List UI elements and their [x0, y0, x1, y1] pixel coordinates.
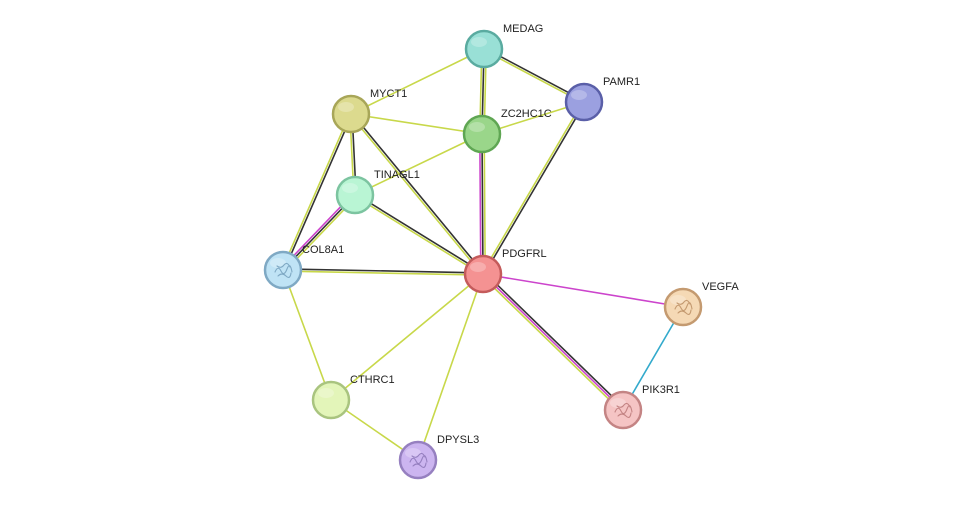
protein-structure-icon: [409, 452, 428, 468]
node-highlight: [338, 102, 354, 112]
edge-col8a1-cthrc1[interactable]: [282, 269, 332, 401]
node-dpysl3[interactable]: DPYSL3: [398, 434, 479, 480]
node-highlight: [670, 295, 686, 305]
protein-structure-icon: [674, 299, 693, 315]
node-tinagl1[interactable]: TINAGL1: [335, 169, 420, 215]
edge-col8a1-pdgfrl[interactable]: [282, 268, 484, 276]
node-label: PIK3R1: [642, 384, 680, 396]
edge-line: [417, 273, 484, 461]
edge-line: [479, 133, 482, 275]
node-circle[interactable]: [464, 29, 504, 69]
node-highlight: [469, 122, 485, 132]
edge-line: [349, 113, 483, 276]
edge-pdgfrl-vegfa[interactable]: [482, 273, 684, 308]
edge-tinagl1-pdgfrl[interactable]: [353, 193, 485, 276]
node-medag[interactable]: MEDAG: [464, 23, 543, 69]
edge-line: [282, 268, 484, 274]
node-circle[interactable]: [603, 390, 643, 430]
edge-line: [622, 306, 684, 411]
node-label: CTHRC1: [350, 374, 395, 386]
node-label: MYCT1: [370, 88, 407, 100]
node-pamr1[interactable]: PAMR1: [564, 76, 640, 122]
edge-line: [350, 113, 483, 135]
node-circle[interactable]: [335, 175, 375, 215]
edge-line: [481, 100, 584, 275]
edge-line: [481, 133, 484, 275]
protein-structure-icon: [614, 402, 633, 418]
edge-line: [354, 193, 485, 274]
node-circle[interactable]: [311, 380, 351, 420]
edge-dpysl3-pdgfrl[interactable]: [417, 273, 484, 461]
edge-line: [483, 271, 626, 410]
edge-line: [482, 273, 684, 308]
edge-line: [482, 273, 624, 411]
edge-line: [281, 112, 351, 271]
node-label: PAMR1: [603, 76, 640, 88]
edge-line: [330, 273, 484, 401]
node-highlight: [471, 37, 487, 47]
edge-pdgfrl-pik3r1[interactable]: [480, 271, 626, 413]
node-zc2hc1c[interactable]: ZC2HC1C: [462, 108, 552, 154]
node-highlight: [470, 262, 486, 272]
node-circle[interactable]: [564, 82, 604, 122]
edge-line: [351, 112, 485, 275]
node-highlight: [270, 258, 286, 268]
node-highlight: [342, 183, 358, 193]
edge-zc2hc1c-pdgfrl[interactable]: [479, 133, 486, 275]
node-circle[interactable]: [263, 250, 303, 290]
node-label: TINAGL1: [374, 169, 420, 181]
node-circle[interactable]: [331, 94, 371, 134]
node-label: COL8A1: [302, 244, 344, 256]
edges-layer: [280, 47, 684, 461]
edge-myct1-col8a1[interactable]: [281, 112, 353, 272]
edge-medag-myct1[interactable]: [350, 48, 485, 115]
edge-pamr1-pdgfrl[interactable]: [481, 100, 586, 276]
edge-line: [282, 270, 484, 276]
node-label: PDGFRL: [502, 248, 547, 260]
node-circle[interactable]: [663, 287, 703, 327]
node-label: VEGFA: [702, 281, 739, 293]
node-vegfa[interactable]: VEGFA: [663, 281, 739, 327]
node-circle[interactable]: [462, 114, 502, 154]
node-label: DPYSL3: [437, 434, 479, 446]
edge-tinagl1-zc2hc1c[interactable]: [354, 133, 483, 196]
edge-line: [350, 48, 485, 115]
node-label: MEDAG: [503, 23, 543, 35]
node-circle[interactable]: [398, 440, 438, 480]
edge-line: [354, 133, 483, 196]
node-myct1[interactable]: MYCT1: [331, 88, 407, 134]
node-col8a1[interactable]: COL8A1: [263, 244, 344, 290]
edge-line: [282, 269, 332, 401]
node-highlight: [318, 388, 334, 398]
edge-line: [353, 195, 484, 276]
edge-cthrc1-pdgfrl[interactable]: [330, 273, 484, 401]
edge-line: [283, 113, 353, 272]
edge-line: [483, 133, 486, 275]
protein-structure-icon: [274, 262, 293, 278]
node-highlight: [610, 398, 626, 408]
node-highlight: [571, 90, 587, 100]
edge-myct1-zc2hc1c[interactable]: [350, 113, 483, 135]
node-cthrc1[interactable]: CTHRC1: [311, 374, 395, 420]
node-highlight: [405, 448, 421, 458]
node-pdgfrl[interactable]: PDGFRL: [463, 248, 547, 294]
node-label: ZC2HC1C: [501, 108, 552, 120]
node-pik3r1[interactable]: PIK3R1: [603, 384, 680, 430]
edge-vegfa-pik3r1[interactable]: [622, 306, 684, 411]
edge-line: [480, 274, 623, 413]
edge-myct1-pdgfrl[interactable]: [349, 112, 485, 276]
node-circle[interactable]: [463, 254, 503, 294]
edge-line: [483, 101, 586, 276]
